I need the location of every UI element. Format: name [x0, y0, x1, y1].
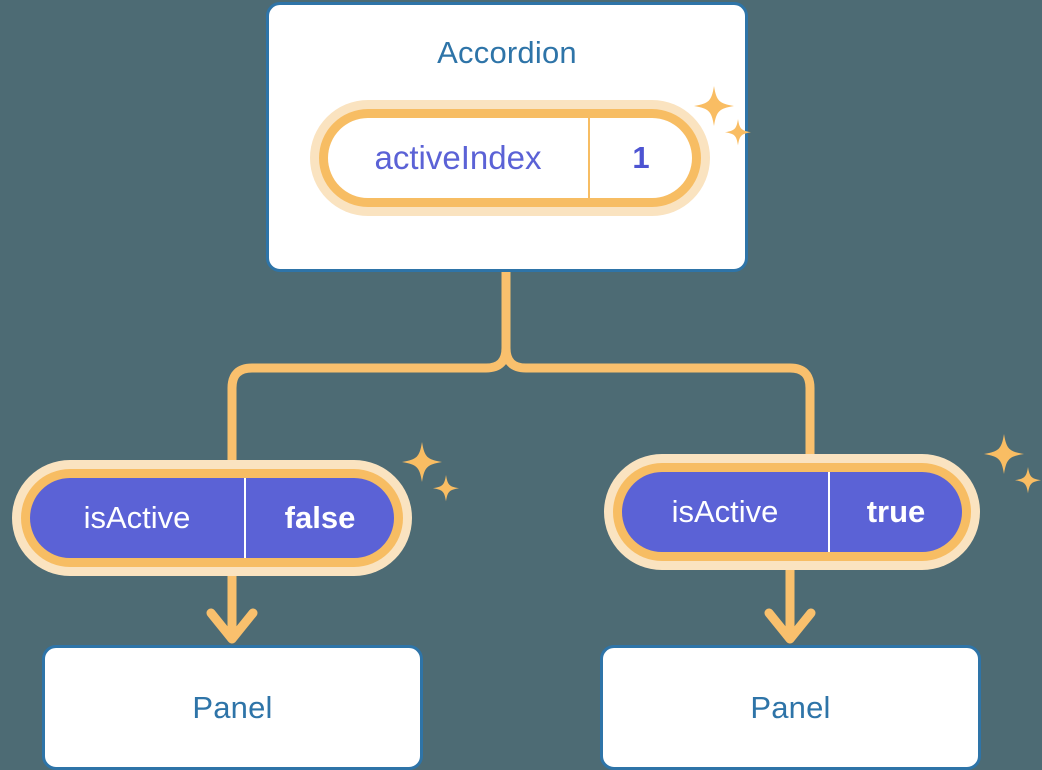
arrow-right-branch: [764, 570, 816, 644]
prop-pill-is-active-left[interactable]: isActive false: [30, 478, 394, 558]
sparkle-group-left: [402, 442, 459, 502]
state-key-active-index: activeIndex: [328, 118, 590, 198]
component-card-panel-right[interactable]: Panel: [600, 645, 981, 770]
prop-pill-is-active-right[interactable]: isActive true: [622, 472, 962, 552]
sparkle-group-right: [984, 434, 1041, 494]
tree-split-connector: [227, 267, 815, 467]
state-pill-active-index[interactable]: activeIndex 1: [328, 118, 692, 198]
sparkle-icon: [984, 434, 1024, 474]
prop-value-is-active-left: false: [284, 500, 356, 535]
sparkle-icon: [1015, 467, 1041, 494]
panel-right-title: Panel: [750, 689, 831, 725]
prop-key-is-active-right: isActive: [622, 472, 830, 552]
panel-left-title: Panel: [192, 689, 273, 725]
accordion-title: Accordion: [437, 35, 577, 70]
sparkle-icon: [433, 475, 459, 502]
prop-value-is-active-right: true: [866, 494, 926, 529]
component-card-panel-left[interactable]: Panel: [42, 645, 423, 770]
sparkle-icon: [402, 442, 442, 482]
state-value-active-index: 1: [632, 140, 650, 175]
prop-key-is-active-left: isActive: [30, 478, 246, 558]
arrow-left-branch: [206, 576, 258, 644]
